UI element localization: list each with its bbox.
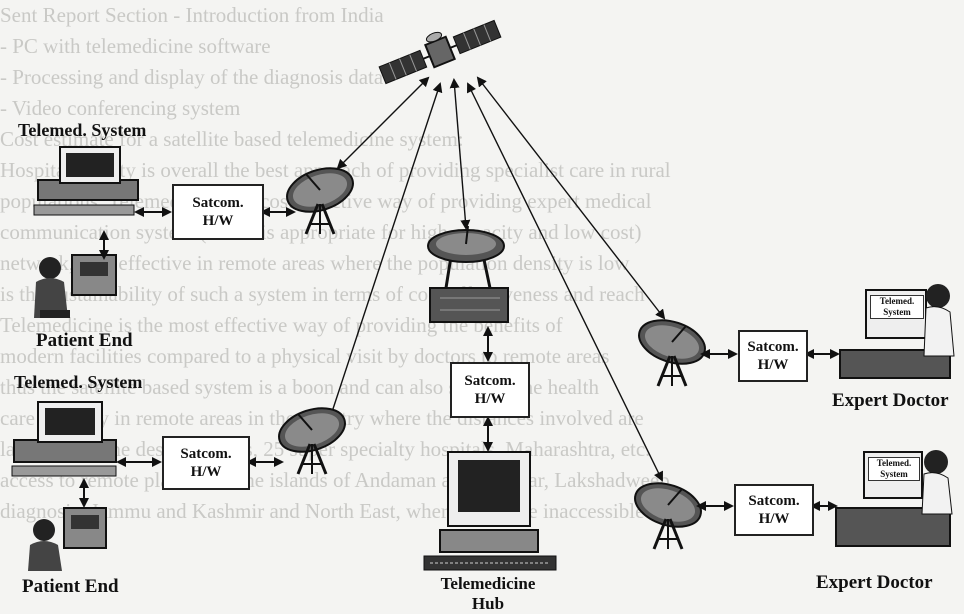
satcom-hw-box: Satcom. H/W [738, 330, 808, 382]
satcom-hw-box: Satcom. H/W [734, 484, 814, 536]
link-sat-hub [449, 78, 471, 230]
satellite-links [327, 76, 666, 482]
satcom-hw-box: Satcom. H/W [162, 436, 250, 490]
patient-icon [34, 254, 117, 318]
satcom-sublabel: H/W [758, 511, 790, 527]
satcom-hw-box: Satcom. H/W [450, 362, 530, 418]
patient-icon [28, 507, 107, 571]
link-sat-patient-top [336, 76, 430, 170]
satcom-sublabel: H/W [190, 464, 222, 480]
patient-end-label: Patient End [22, 576, 119, 597]
doctor-screen-label: Telemed. System [868, 457, 920, 481]
background-text-line: Sent Report Section - Introduction from … [0, 3, 384, 27]
link-sat-patient-bottom [327, 82, 443, 420]
satellite-dish-icon [271, 398, 353, 476]
satellite-icon [378, 19, 502, 85]
satellite-dish-icon [631, 310, 713, 388]
telemed-system-label: Telemed. System [18, 120, 147, 140]
link-sat-doctor-top [476, 76, 666, 320]
background-text-line: diagnosis; Jammu and Kashmir and North E… [0, 499, 645, 523]
satcom-label: Satcom. [747, 339, 799, 355]
telemedicine-hub-label: Telemedicine Hub [440, 574, 536, 613]
background-text-line: - PC with telemedicine software [0, 34, 271, 58]
satcom-label: Satcom. [192, 195, 244, 211]
satellite-dish-icon [627, 473, 709, 551]
patient-end-label: Patient End [36, 330, 133, 351]
expert-doctor-label: Expert Doctor [832, 390, 949, 411]
background-text-line: - Processing and display of the diagnosi… [0, 65, 384, 89]
satcom-label: Satcom. [464, 373, 516, 389]
hub-computer-icon [423, 451, 557, 571]
expert-doctor-label: Expert Doctor [816, 572, 933, 593]
link-sat-doctor-bottom [467, 82, 663, 482]
telemed-system-label: Telemed. System [14, 372, 143, 392]
satcom-sublabel: H/W [757, 357, 789, 373]
satcom-sublabel: H/W [474, 391, 506, 407]
telemed-computer-icon [11, 401, 117, 477]
background-text-line: - Video conferencing system [0, 96, 241, 120]
doctor-screen-label: Telemed. System [870, 295, 924, 319]
telemed-computer-icon [33, 146, 139, 216]
expert-doctor-icon [835, 450, 953, 547]
satellite-dish-icon [279, 158, 361, 236]
hub-dish-icon [427, 225, 509, 323]
satcom-label: Satcom. [748, 493, 800, 509]
satcom-label: Satcom. [180, 446, 232, 462]
satcom-sublabel: H/W [202, 213, 234, 229]
local-links [79, 207, 840, 511]
satcom-hw-box: Satcom. H/W [172, 184, 264, 240]
